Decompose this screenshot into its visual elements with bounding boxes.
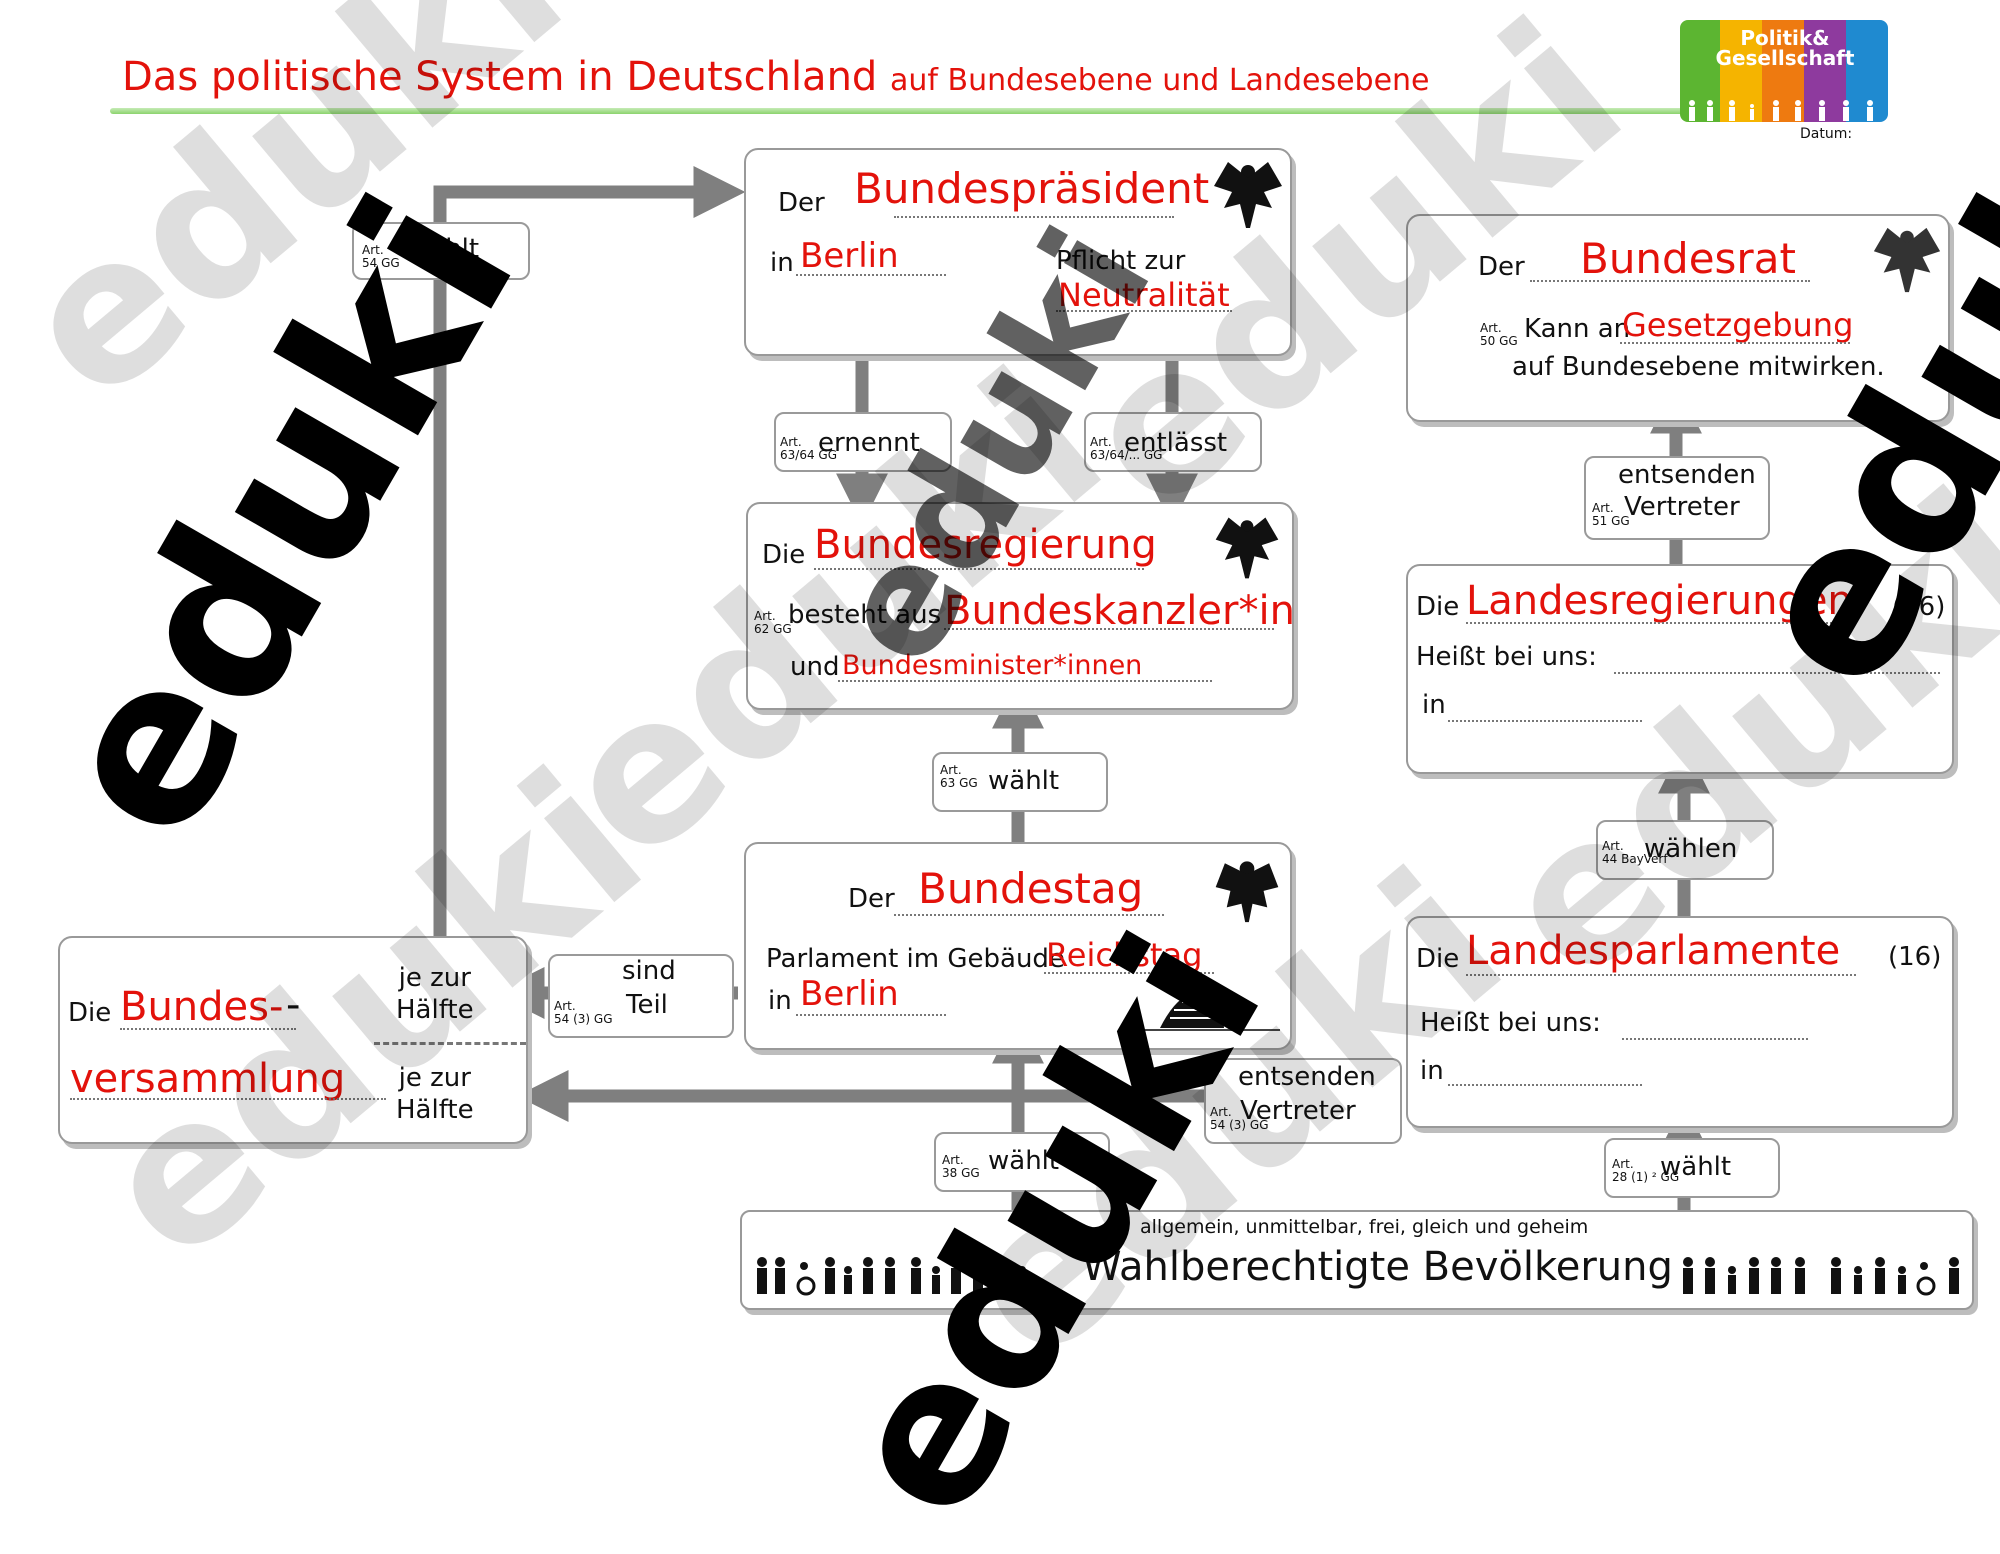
br-gesetz: Gesetzgebung — [1622, 306, 1854, 344]
label-waehlt-bp: Art.54 GG wählt — [352, 222, 530, 280]
label-entlaesst: Art.63/64/... GG entlässt — [1084, 412, 1262, 472]
bundespraesident-box: Der Bundespräsident in Berlin Pflicht zu… — [744, 148, 1292, 356]
bv-die: Die — [68, 998, 112, 1028]
lp-name: Landesparlamente — [1466, 928, 1841, 974]
logo-line1: Politik& — [1740, 26, 1830, 50]
bt-reichstag: Reichstag — [1046, 936, 1203, 974]
eagle-icon — [1873, 227, 1941, 293]
bundesregierung-box: Die Bundesregierung Art.62 GG besteht au… — [746, 502, 1295, 710]
label-entsenden-bv: entsenden Art.54 (3) GG Vertreter — [1204, 1058, 1402, 1144]
bev-wahl: allgemein, unmittelbar, frei, gleich und… — [1140, 1216, 1589, 1238]
lp-heisst: Heißt bei uns: — [1420, 1008, 1601, 1038]
label-waehlt-lp: Art.28 (1) ² GG wählt — [1604, 1138, 1780, 1198]
label-ernennt: Art.63/64 GG ernennt — [774, 412, 952, 472]
people-icon — [1689, 100, 1873, 121]
bt-parlament: Parlament im Gebäude — [766, 944, 1065, 974]
people-icon — [1683, 1257, 1959, 1296]
brg-die: Die — [762, 540, 806, 570]
bv-dash: - — [286, 982, 301, 1028]
page-title: Das politische System in Deutschland auf… — [122, 54, 1430, 100]
brg-minister: Bundesminister*innen — [842, 650, 1143, 681]
eagle-icon — [1215, 861, 1279, 923]
lp-die: Die — [1416, 944, 1460, 974]
bp-neutral: Neutralität — [1058, 276, 1230, 314]
brg-art: Art.62 GG — [754, 609, 792, 636]
bt-city: Berlin — [800, 974, 899, 1014]
landesregierungen-box: Die Landesregierungen (16) Heißt bei uns… — [1406, 564, 1954, 774]
lp-in: in — [1420, 1056, 1444, 1086]
bv-divider — [374, 1042, 526, 1045]
lp-count: (16) — [1888, 942, 1942, 972]
lr-name: Landesregierungen — [1466, 578, 1853, 624]
landesparlamente-box: Die Landesparlamente (16) Heißt bei uns:… — [1406, 916, 1954, 1128]
arrow-bv-to-bp — [433, 166, 746, 945]
label-waehlt-bt: Art.38 GG wählt — [934, 1132, 1110, 1192]
bt-in: in — [768, 986, 792, 1016]
bp-der: Der — [778, 188, 825, 218]
label-entsenden-bundesrat: entsenden Art.51 GG Vertreter — [1584, 456, 1770, 540]
br-text2: auf Bundesebene mitwirken. — [1512, 352, 1885, 382]
label-waehlen-lp: Art.44 BayVerf wählen — [1596, 820, 1774, 880]
bundesrat-box: Der Bundesrat Art.50 GG Kann an Gesetzge… — [1406, 214, 1950, 422]
brg-besteht: besteht aus — [788, 600, 942, 630]
reichstag-dome-icon — [1120, 992, 1280, 1031]
bp-city: Berlin — [800, 236, 899, 276]
br-text1: Kann an — [1524, 314, 1631, 344]
bev-name: Wahlberechtigte Bevölkerung — [1082, 1244, 1673, 1290]
eagle-icon — [1215, 517, 1279, 579]
label-waehlt-kanzler: Art.63 GG wählt — [932, 752, 1108, 812]
bp-name: Bundespräsident — [854, 164, 1210, 213]
eagle-icon — [1214, 162, 1282, 228]
datum-label: Datum: — [1800, 126, 1853, 142]
br-name: Bundesrat — [1580, 234, 1796, 283]
title-main-text: Das politische System in Deutschland — [122, 54, 878, 100]
bt-name: Bundestag — [918, 864, 1144, 913]
bv-name1: Bundes- — [120, 984, 284, 1030]
brand-logo: Politik& Gesellschaft — [1680, 20, 1888, 122]
bp-in: in — [770, 248, 794, 278]
brg-name: Bundesregierung — [814, 522, 1157, 568]
lr-die: Die — [1416, 592, 1460, 622]
logo-line2: Gesellschaft — [1715, 46, 1855, 70]
bp-pflicht: Pflicht zur — [1056, 246, 1186, 276]
lr-heisst: Heißt bei uns: — [1416, 642, 1597, 672]
label-sind-teil: sind Art.54 (3) GG Teil — [548, 954, 734, 1038]
lr-count: (16) — [1892, 592, 1946, 622]
bundestag-box: Der Bundestag Parlament im Gebäude Reich… — [744, 842, 1292, 1050]
title-underline — [110, 108, 1690, 114]
br-der: Der — [1478, 252, 1525, 282]
brg-kanzler: Bundeskanzler*in — [944, 588, 1295, 634]
people-icon — [757, 1257, 1026, 1296]
bv-name2: versammlung — [70, 1056, 346, 1102]
br-art: Art.50 GG — [1480, 321, 1518, 348]
brg-und: und — [790, 652, 840, 682]
bt-der: Der — [848, 884, 895, 914]
title-subtitle: auf Bundesebene und Landesebene — [890, 63, 1430, 98]
lr-in: in — [1422, 690, 1446, 720]
bevoelkerung-box: allgemein, unmittelbar, frei, gleich und… — [740, 1210, 1974, 1310]
